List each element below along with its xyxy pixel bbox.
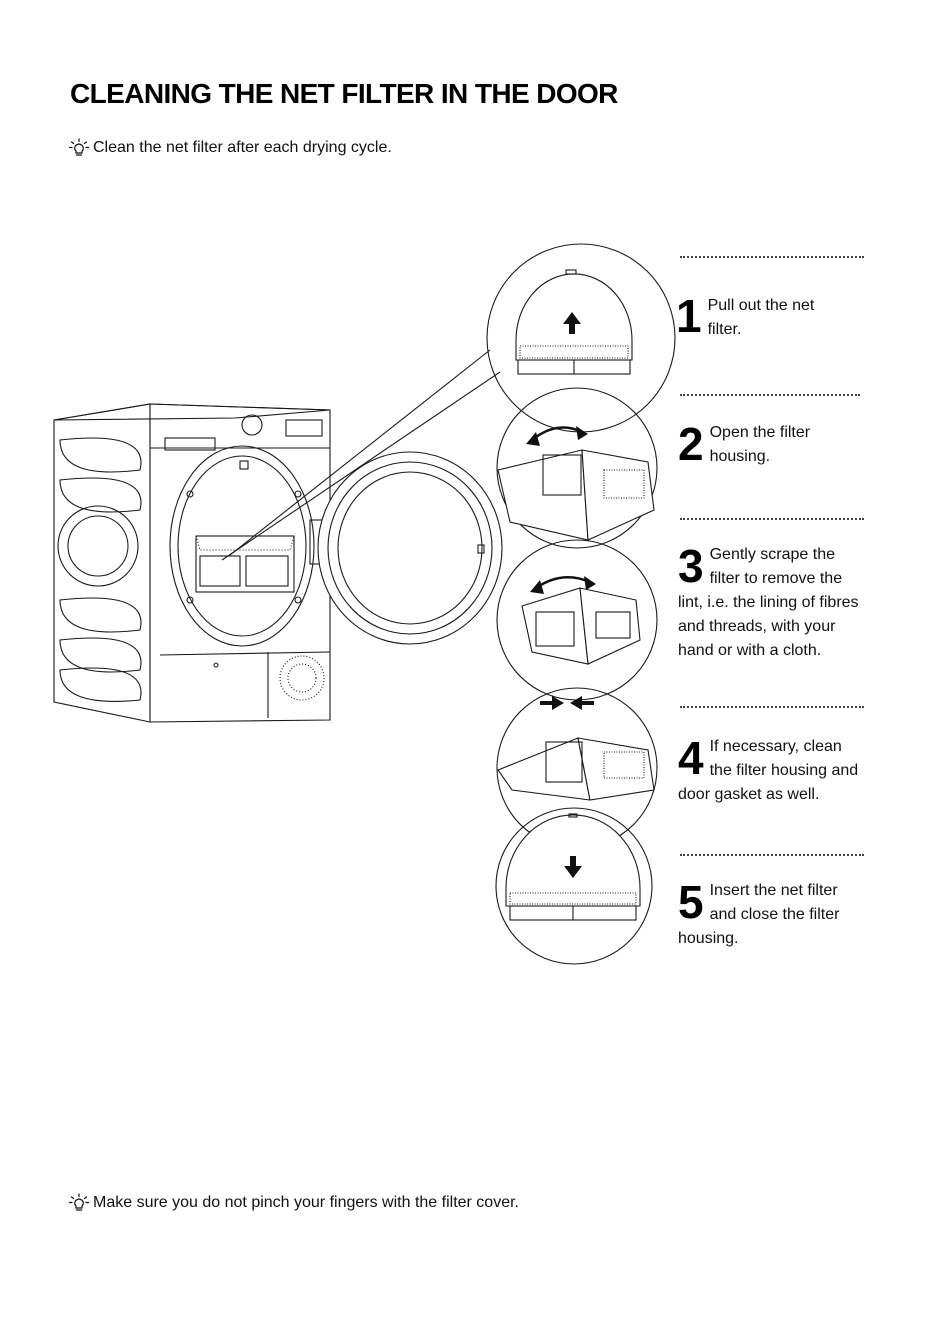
lightbulb-icon [68, 1193, 90, 1211]
step-1: 1 Pull out the net filter. [676, 290, 836, 342]
step-text: Insert the net filter and close the filt… [678, 882, 840, 947]
up-arrow-icon [563, 312, 581, 334]
step-separator [680, 518, 864, 520]
step-text: Pull out the net filter. [707, 297, 815, 338]
step-5: 5 Insert the net filter and close the fi… [678, 879, 868, 951]
step-4: 4 If necessary, clean the filter housing… [678, 735, 868, 807]
tip-top: Clean the net filter after each drying c… [68, 137, 392, 159]
step-number: 2 [678, 418, 704, 470]
step-number: 4 [678, 732, 704, 784]
inward-arrows-icon [540, 696, 594, 710]
lightbulb-icon [68, 138, 90, 156]
tip-bottom-text: Make sure you do not pinch your fingers … [93, 1194, 519, 1211]
step-text: If necessary, clean the filter housing a… [678, 738, 859, 803]
dryer-body [53, 403, 503, 723]
step-separator [680, 394, 860, 396]
tip-top-text: Clean the net filter after each drying c… [93, 139, 392, 156]
page-title: CLEANING THE NET FILTER IN THE DOOR [70, 78, 618, 109]
step-number: 1 [676, 290, 702, 342]
tip-bottom: Make sure you do not pinch your fingers … [68, 1192, 519, 1214]
curved-double-arrow-icon [526, 426, 588, 446]
step-separator [680, 256, 864, 258]
step4-drawing [497, 737, 655, 801]
curved-double-arrow-icon [530, 575, 596, 594]
step-text: Open the filter housing. [709, 424, 811, 465]
step-2: 2 Open the filter housing. [678, 421, 838, 469]
step-separator [680, 706, 864, 708]
step-separator [680, 854, 864, 856]
step-3: 3 Gently scrape the filter to remove the… [678, 543, 868, 663]
step-text: Gently scrape the filter to remove the l… [678, 546, 859, 659]
step-number: 3 [678, 540, 704, 592]
step-number: 5 [678, 876, 704, 928]
step2-drawing [497, 449, 655, 541]
down-arrow-icon [564, 856, 582, 878]
step3-drawing [521, 587, 641, 665]
